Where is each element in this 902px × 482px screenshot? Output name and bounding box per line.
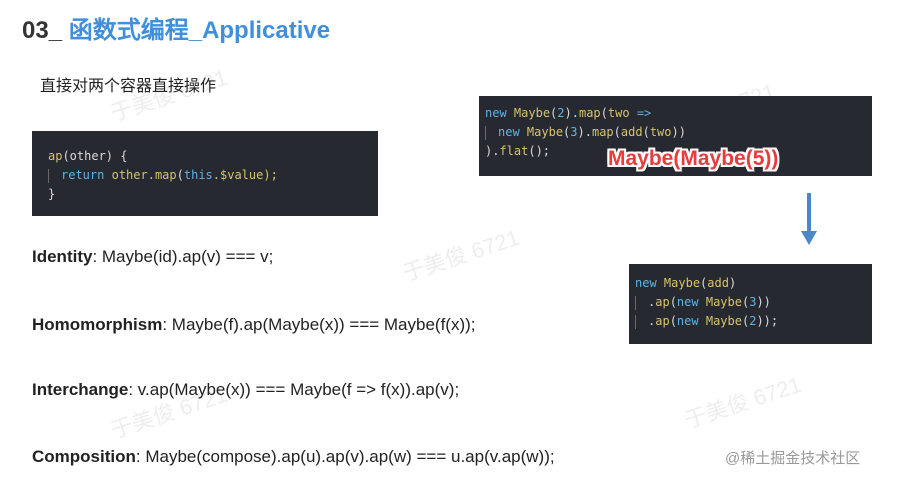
map-flat-code: new Maybe(2).map(two => new Maybe(3).map…: [479, 96, 872, 176]
law-composition: Composition: Maybe(compose).ap(u).ap(v).…: [32, 447, 555, 467]
slide-subtitle: 直接对两个容器直接操作: [40, 78, 217, 95]
watermark: 于美俊 6721: [681, 371, 805, 434]
source-credit: @稀土掘金技术社区: [725, 450, 861, 467]
law-identity: Identity: Maybe(id).ap(v) === v;: [32, 247, 273, 267]
slide-title: 03_ 函数式编程_Applicative: [22, 10, 330, 45]
law-homomorphism: Homomorphism: Maybe(f).ap(Maybe(x)) === …: [32, 315, 476, 335]
applicative-code: new Maybe(add) .ap(new Maybe(3)) .ap(new…: [629, 264, 872, 344]
indent-guide: [635, 314, 636, 329]
code-line: .ap(new Maybe(2));: [635, 312, 866, 331]
watermark: 于美俊 6721: [399, 224, 523, 287]
law-formula: : Maybe(id).ap(v) === v;: [92, 247, 274, 266]
law-interchange: Interchange: v.ap(Maybe(x)) === Maybe(f …: [32, 380, 459, 400]
code-line: ).flat();: [485, 144, 551, 158]
indent-guide: [485, 125, 486, 140]
law-formula: : v.ap(Maybe(x)) === Maybe(f => f(x)).ap…: [128, 380, 460, 399]
result-badge: Maybe(Maybe(5)): [608, 147, 779, 170]
code-line: ap(other) {: [48, 149, 128, 163]
law-name: Interchange: [32, 380, 129, 399]
code-line: }: [48, 187, 56, 201]
code-line: new Maybe(add): [635, 276, 737, 290]
law-name: Composition: [32, 447, 136, 466]
arrow-down-icon: [801, 193, 817, 245]
code-line: .ap(new Maybe(3)): [635, 293, 866, 312]
slide-topic: 函数式编程_Applicative: [68, 17, 331, 44]
code-line: new Maybe(3).map(add(two)): [485, 123, 866, 142]
slide-number: 03_: [22, 17, 63, 44]
code-line: return other.map(this.$value);: [48, 166, 362, 185]
law-name: Homomorphism: [32, 315, 163, 334]
ap-definition-code: ap(other) { return other.map(this.$value…: [32, 131, 378, 216]
law-formula: : Maybe(f).ap(Maybe(x)) === Maybe(f(x));: [162, 315, 476, 334]
law-name: Identity: [32, 247, 93, 266]
indent-guide: [48, 168, 49, 183]
law-formula: : Maybe(compose).ap(u).ap(v).ap(w) === u…: [135, 447, 555, 466]
indent-guide: [635, 295, 636, 310]
code-line: new Maybe(2).map(two =>: [485, 106, 652, 120]
